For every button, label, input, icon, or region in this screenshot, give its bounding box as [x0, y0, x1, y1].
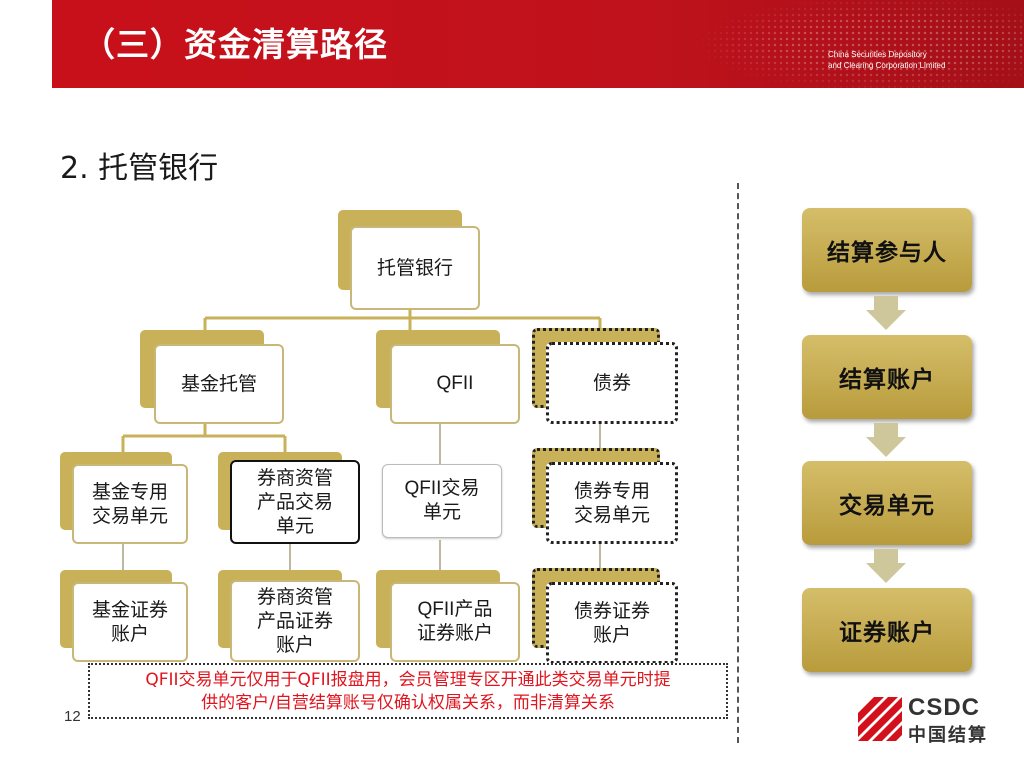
page-number: 12	[64, 708, 81, 725]
fund-custody-label: 基金托管	[154, 344, 284, 424]
custodian-bank-label: 托管银行	[350, 226, 480, 310]
qfii-note: QFII交易单元仅用于QFII报盘用，会员管理专区开通此类交易单元时提 供的客户…	[88, 663, 728, 719]
broker-am-securities-account-node: 券商资管产品证券账户	[218, 570, 362, 662]
qfii-trading-unit-node: QFII交易单元	[382, 464, 504, 540]
bond-node: 债券	[532, 328, 680, 424]
vertical-divider	[737, 183, 739, 743]
fund-custody-node: 基金托管	[140, 330, 284, 424]
custodian-bank-node: 托管银行	[338, 210, 482, 310]
page-title: （三）资金清算路径	[82, 25, 388, 64]
broker-am-securities-account-label: 券商资管产品证券账户	[230, 580, 360, 662]
csdc-logo: CSDC 中国结算	[858, 694, 998, 746]
bond-label: 债券	[546, 342, 678, 424]
bond-securities-account-label: 债券证券账户	[546, 582, 678, 664]
note-line-1: QFII交易单元仅用于QFII报盘用，会员管理专区开通此类交易单元时提	[145, 670, 671, 690]
flow-step-clearing-participant: 结算参与人	[802, 208, 972, 292]
down-arrow-icon	[866, 296, 906, 330]
org-line-1: China Securities Depository	[828, 50, 927, 59]
broker-am-trading-unit-label: 券商资管产品交易单元	[230, 460, 360, 544]
organization-name: China Securities Depository and Clearing…	[828, 49, 988, 71]
fund-securities-account-node: 基金证券账户	[60, 570, 190, 662]
down-arrow-icon	[866, 549, 906, 583]
fund-trading-unit-node: 基金专用交易单元	[60, 452, 190, 544]
qfii-securities-account-label: QFII产品证券账户	[390, 582, 520, 662]
broker-am-trading-unit-node: 券商资管产品交易单元	[218, 452, 362, 544]
flow-step-securities-account: 证券账户	[802, 588, 972, 672]
bond-securities-account-node: 债券证券账户	[532, 568, 680, 664]
org-line-2: and Clearing Corporation Limited	[828, 61, 946, 70]
qfii-securities-account-node: QFII产品证券账户	[376, 570, 520, 662]
down-arrow-icon	[866, 423, 906, 457]
header-bar: （三）资金清算路径 China Securities Depository an…	[52, 0, 1024, 88]
bond-trading-unit-node: 债券专用交易单元	[532, 448, 680, 544]
csdc-logo-icon	[858, 697, 902, 741]
qfii-trading-unit-label: QFII交易单元	[382, 464, 502, 538]
csdc-logo-chinese: 中国结算	[908, 725, 988, 746]
world-map-decoration	[694, 0, 1024, 88]
note-line-2: 供的客户/自营结算账号仅确认权属关系，而非清算关系	[201, 693, 615, 713]
qfii-node: QFII	[376, 330, 520, 424]
bond-trading-unit-label: 债券专用交易单元	[546, 462, 678, 544]
flow-step-clearing-account: 结算账户	[802, 335, 972, 419]
fund-securities-account-label: 基金证券账户	[72, 582, 188, 662]
section-subtitle: 2. 托管银行	[60, 151, 219, 186]
fund-trading-unit-label: 基金专用交易单元	[72, 464, 188, 544]
csdc-logo-text: CSDC	[908, 694, 981, 721]
qfii-label: QFII	[390, 344, 520, 424]
flow-step-trading-unit: 交易单元	[802, 461, 972, 545]
